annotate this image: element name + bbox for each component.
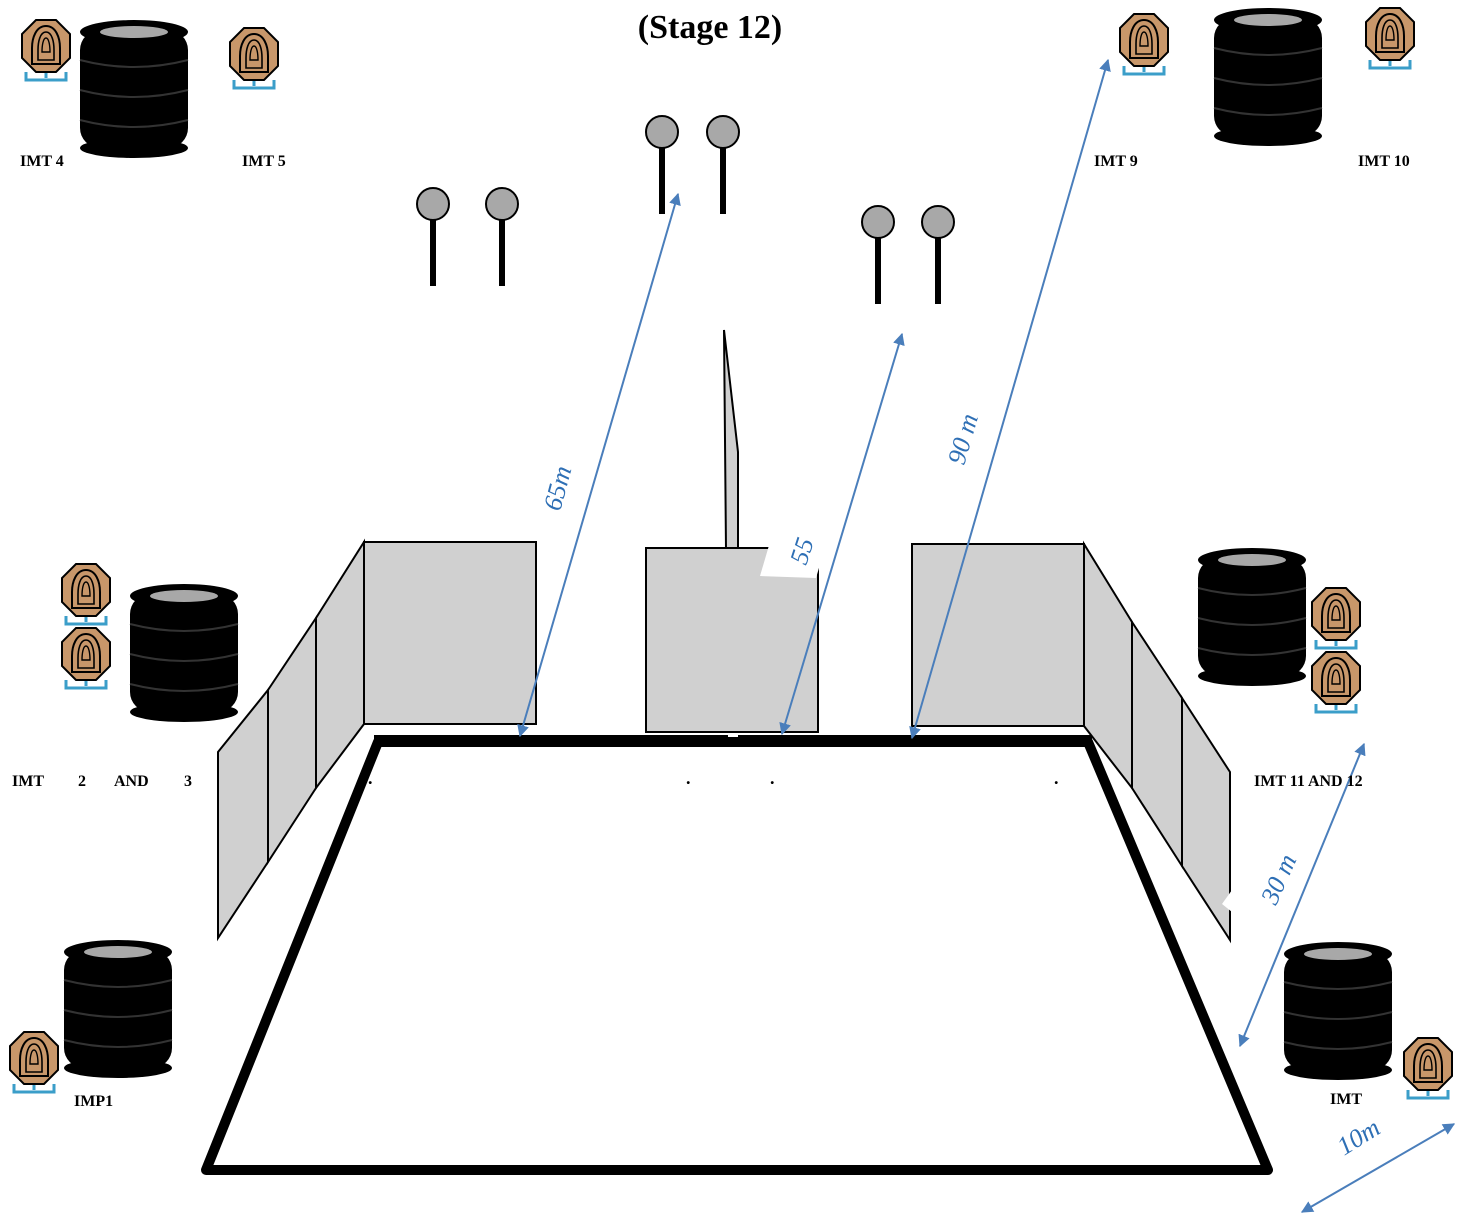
stage-title: (Stage 12) — [638, 9, 782, 46]
arrow-icon — [1238, 742, 1366, 1048]
tire-stack-icon — [1197, 547, 1307, 686]
wall-panel — [315, 538, 365, 791]
distance-30m: 30 m — [1255, 850, 1303, 910]
label-imt11-12: IMT 11 AND 12 — [1254, 773, 1363, 790]
center-pole — [723, 329, 739, 551]
steel-plate-icon — [706, 115, 740, 214]
shooting-box — [201, 737, 1273, 1175]
distance-10m: 10m — [1332, 1113, 1385, 1161]
label-imt-2-3-part: 2 — [78, 773, 86, 790]
label-imt-partial: IMT — [1330, 1091, 1362, 1108]
position-dot: . — [770, 768, 775, 788]
label-imt4: IMT 4 — [20, 153, 64, 170]
arrow-icon — [779, 332, 905, 736]
target-icon — [20, 18, 72, 82]
wall-panel — [1181, 694, 1231, 944]
target-icon — [60, 562, 112, 626]
target-icon — [8, 1030, 60, 1094]
tire-stack-icon — [79, 19, 189, 158]
target-icon — [1118, 12, 1170, 76]
steel-plate-icon — [861, 205, 895, 304]
target-icon — [60, 626, 112, 690]
wall-right — [911, 543, 1085, 727]
wall-panel — [217, 687, 269, 942]
tire-stack-icon — [63, 939, 173, 1078]
target-icon — [1310, 650, 1362, 714]
label-imt5: IMT 5 — [242, 153, 286, 170]
target-icon — [1310, 586, 1362, 650]
position-dot: . — [686, 768, 691, 788]
tire-stack-icon — [1283, 941, 1393, 1080]
label-imp1: IMP1 — [74, 1093, 113, 1110]
wall-panel — [267, 614, 317, 866]
label-imt9: IMT 9 — [1094, 153, 1138, 170]
distance-90m: 90 m — [942, 410, 984, 467]
label-imt-2-3-part: AND — [114, 773, 149, 790]
steel-plate-icon — [416, 187, 450, 286]
label-patch — [1222, 890, 1232, 912]
label-imt-2-3-part: IMT — [12, 773, 44, 790]
target-icon — [1402, 1036, 1454, 1100]
wall-panel — [1131, 618, 1183, 870]
label-imt10: IMT 10 — [1358, 153, 1410, 170]
target-icon — [1364, 6, 1416, 70]
label-imt-2-3-part: 3 — [184, 773, 192, 790]
target-icon — [228, 26, 280, 90]
wall-left — [363, 541, 537, 725]
distance-65m: 65m — [538, 463, 578, 514]
tire-stack-icon — [129, 583, 239, 722]
tire-stack-icon — [1213, 7, 1323, 146]
arrow-icon — [1300, 1123, 1456, 1213]
steel-plate-icon — [921, 205, 955, 304]
arrow-icon — [909, 58, 1111, 740]
arrow-icon — [517, 192, 681, 738]
position-dot: . — [1054, 768, 1059, 788]
steel-plate-icon — [645, 115, 679, 214]
steel-plate-icon — [485, 187, 519, 286]
position-dot: . — [368, 768, 373, 788]
